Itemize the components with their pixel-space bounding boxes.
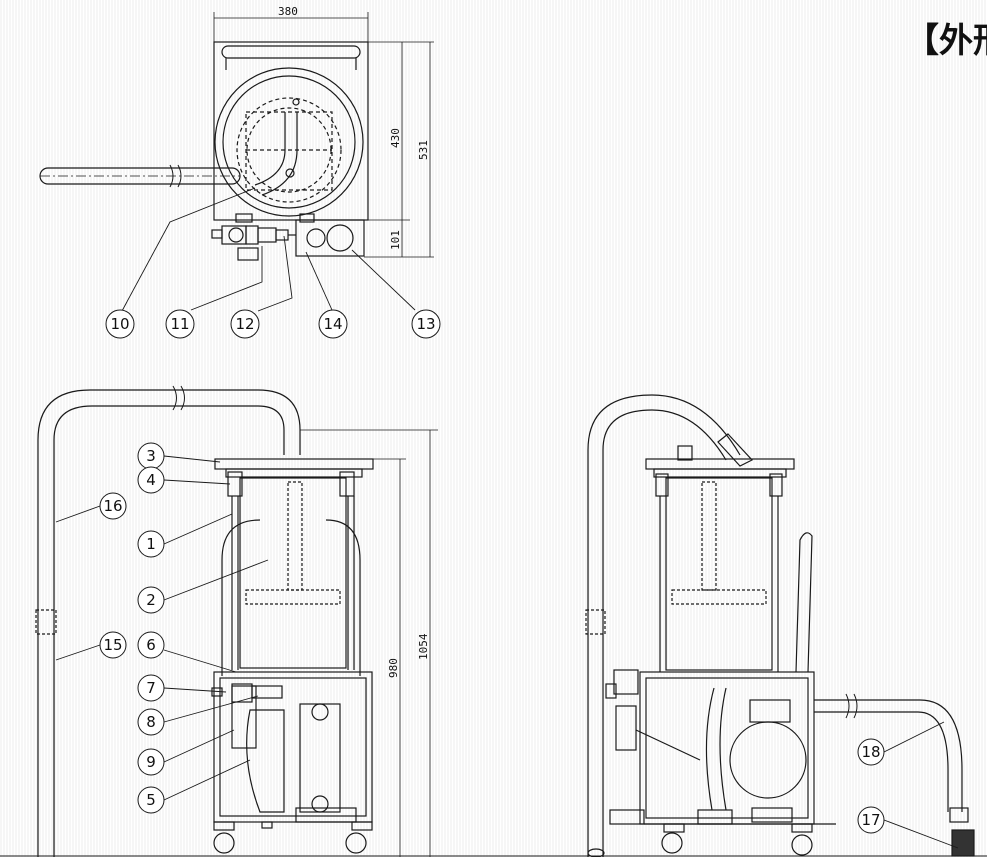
front-view-filter (231, 685, 257, 749)
svg-text:17: 17 (861, 811, 880, 829)
part-balloons: 1 2 3 4 5 6 7 8 9 10 11 12 13 14 15 16 1… (99, 309, 885, 834)
dimension-total-height: 1054 (417, 633, 430, 660)
front-view-leaders (55, 455, 269, 801)
side-view-leaders (883, 721, 959, 849)
top-view-body (213, 41, 369, 221)
balloon-12: 12 (230, 309, 260, 339)
dimension-total-depth: 531 (417, 140, 430, 160)
top-view-leaders (121, 187, 416, 312)
side-view-casters (661, 823, 813, 856)
front-view (35, 385, 374, 857)
dimension-body-height: 980 (387, 658, 400, 678)
balloon-13: 13 (411, 309, 441, 339)
dimension-box-depth: 101 (389, 230, 402, 250)
svg-text:18: 18 (861, 743, 880, 761)
front-view-frame (213, 671, 373, 823)
svg-text:9: 9 (146, 753, 156, 771)
svg-text:8: 8 (146, 713, 156, 731)
balloon-16: 16 (99, 492, 127, 520)
balloon-8: 8 (137, 708, 165, 736)
top-view (39, 41, 369, 261)
front-view-casters (213, 821, 373, 854)
balloon-10: 10 (105, 309, 135, 339)
balloon-4: 4 (137, 466, 165, 494)
balloon-15: 15 (99, 631, 127, 659)
svg-text:13: 13 (416, 315, 435, 333)
top-view-box (295, 219, 365, 257)
balloon-3: 3 (137, 442, 165, 470)
side-view-outlet-hose (814, 699, 963, 812)
top-view-handle (221, 45, 361, 59)
front-view-pump (246, 709, 285, 813)
side-view-arch-pipe (587, 394, 741, 857)
front-view-dimension-lines (0, 429, 987, 857)
side-view-tank (665, 477, 773, 671)
top-view-lid-circle (214, 67, 364, 217)
balloon-5: 5 (137, 786, 165, 814)
balloon-7: 7 (137, 674, 165, 702)
balloon-14: 14 (318, 309, 348, 339)
balloon-6: 6 (137, 631, 165, 659)
svg-text:4: 4 (146, 471, 156, 489)
balloon-1: 1 (137, 530, 165, 558)
front-view-arch-pipe (37, 389, 301, 857)
balloon-2: 2 (137, 586, 165, 614)
svg-text:3: 3 (146, 447, 156, 465)
balloon-17: 17 (857, 806, 885, 834)
balloon-18: 18 (857, 738, 885, 766)
drawing-title: 【外形 (905, 21, 987, 61)
svg-text:5: 5 (146, 791, 156, 809)
balloon-11: 11 (165, 309, 195, 339)
dimension-top-width: 380 (278, 5, 298, 18)
side-view-coupling (949, 807, 969, 823)
top-view-dimension-lines (213, 12, 434, 258)
svg-text:1: 1 (146, 535, 156, 553)
svg-text:11: 11 (170, 315, 189, 333)
svg-text:10: 10 (110, 315, 129, 333)
side-view (585, 394, 975, 857)
front-view-tank (239, 477, 347, 669)
svg-text:12: 12 (235, 315, 254, 333)
svg-text:2: 2 (146, 591, 156, 609)
svg-text:6: 6 (146, 636, 156, 654)
dimension-top-depth: 430 (389, 128, 402, 148)
svg-text:14: 14 (323, 315, 342, 333)
svg-text:15: 15 (103, 636, 122, 654)
svg-text:16: 16 (103, 497, 122, 515)
balloon-9: 9 (137, 748, 165, 776)
svg-text:7: 7 (146, 679, 156, 697)
